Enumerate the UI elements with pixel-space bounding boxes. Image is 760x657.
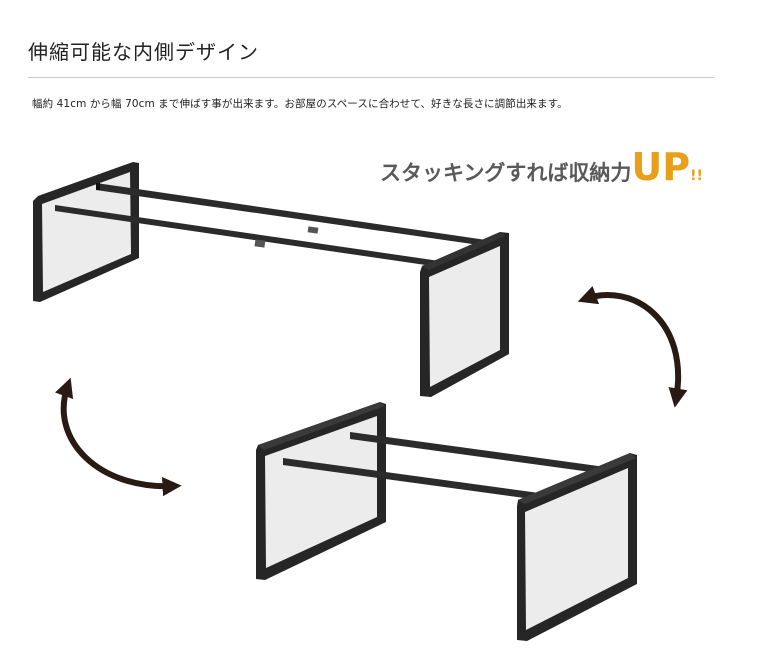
tagline-up: UP: [631, 145, 691, 189]
compact-leg-left: [256, 402, 386, 580]
tagline-exclaim: !!: [690, 168, 703, 184]
rack-leg-left: [33, 162, 139, 302]
stacking-tagline: スタッキングすれば収納力UP!!: [380, 148, 703, 186]
rack-leg-right: [420, 232, 509, 397]
page-title: 伸縮可能な内側デザイン: [28, 40, 259, 64]
description-text: 幅約 41cm から幅 70cm まで伸ばす事が出来ます。お部屋のスペースに合わ…: [32, 98, 568, 110]
tagline-main: スタッキングすれば収納力: [380, 161, 632, 185]
rack-rods-upper: [55, 183, 493, 270]
curved-arrow-right-icon: [577, 286, 688, 408]
compact-rack: [256, 402, 637, 641]
compact-rods: [283, 432, 627, 507]
curved-arrow-left-icon: [55, 377, 182, 497]
divider: [28, 77, 714, 78]
compact-leg-right: [517, 453, 637, 641]
extended-rack: [33, 162, 509, 397]
